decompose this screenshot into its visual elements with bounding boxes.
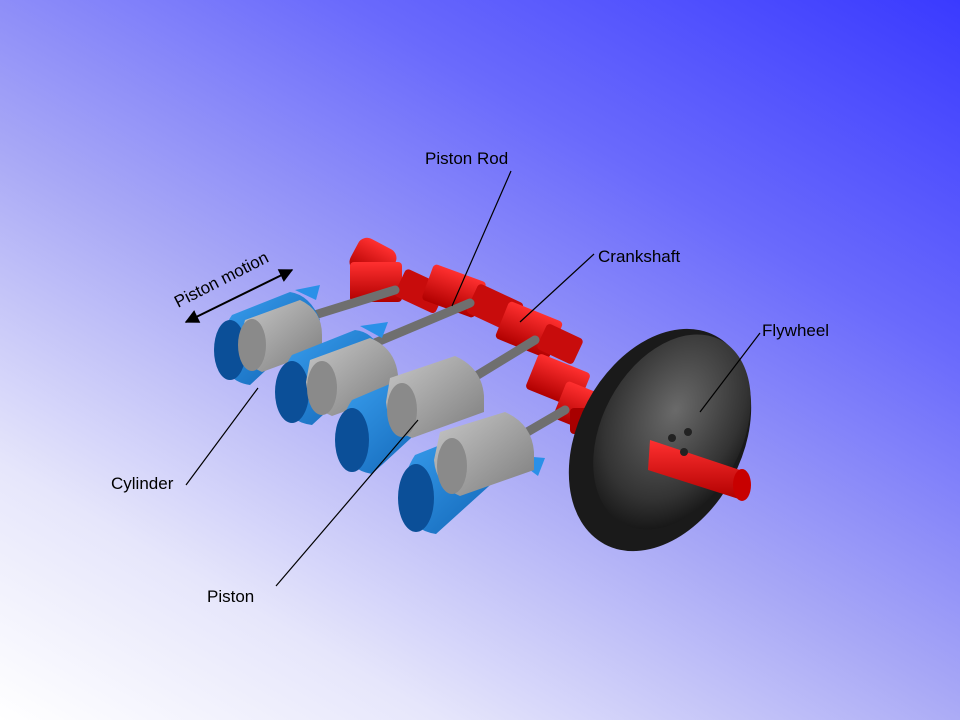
leader-cylinder — [185, 387, 259, 486]
label-cylinder: Cylinder — [111, 474, 174, 493]
piston-3 — [386, 356, 484, 438]
label-piston-rod: Piston Rod — [425, 149, 508, 168]
leader-crankshaft — [519, 253, 595, 323]
piston-4 — [434, 412, 534, 496]
piston-motion-arrow — [184, 269, 294, 323]
flywheel-shaft — [648, 428, 751, 501]
leader-flywheel — [699, 332, 761, 413]
leader-piston-rod — [451, 170, 512, 307]
label-piston-motion: Piston motion — [171, 248, 271, 312]
label-flywheel: Flywheel — [762, 321, 829, 340]
label-crankshaft: Crankshaft — [598, 247, 680, 266]
label-piston: Piston — [207, 587, 254, 606]
leader-piston — [275, 419, 419, 587]
